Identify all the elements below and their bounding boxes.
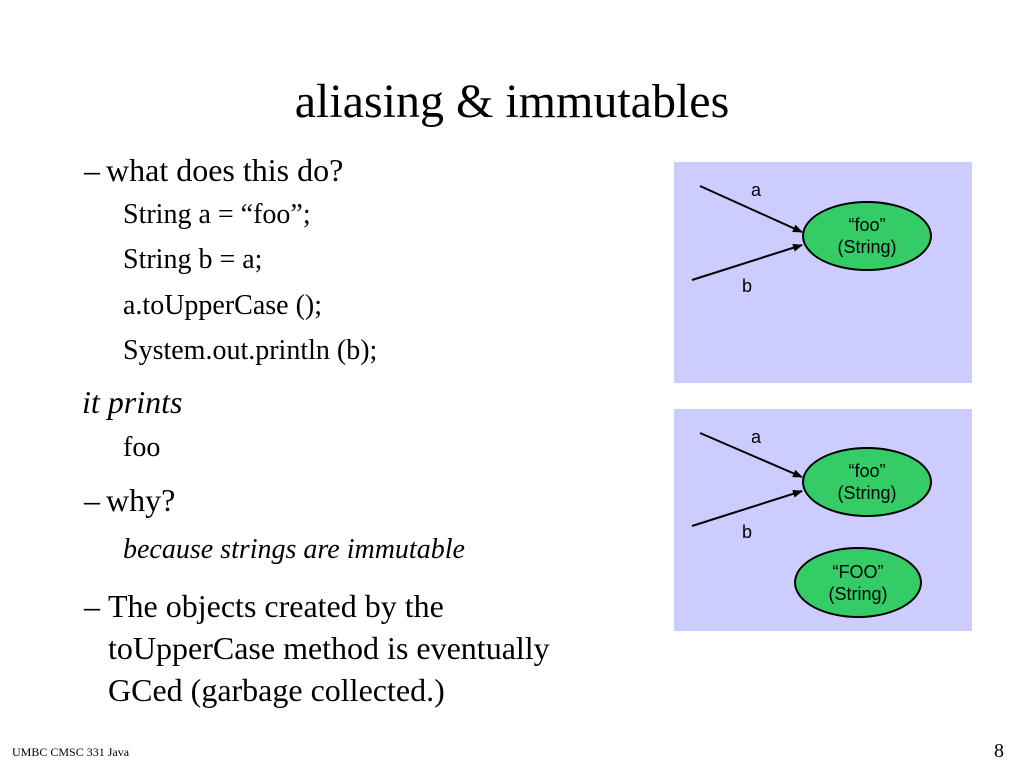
object-value: “foo” xyxy=(848,461,886,481)
bullet-what-does: –what does this do? xyxy=(84,150,343,190)
code-line-4: System.out.println (b); xyxy=(123,335,378,366)
string-object-foo: “foo” (String) xyxy=(802,201,932,271)
variable-b-label: b xyxy=(742,522,753,542)
variable-a-label: a xyxy=(751,427,762,447)
string-object-foo: “foo” (String) xyxy=(802,447,932,517)
reason-text: because strings are immutable xyxy=(123,534,465,565)
code-line-2: String b = a; xyxy=(123,244,263,275)
diagram-before: a b “foo” (String) xyxy=(674,162,972,383)
code-line-3: a.toUpperCase (); xyxy=(123,290,323,321)
bullet-why: –why? xyxy=(84,480,175,520)
bullet-gc-line-2: toUpperCase method is eventually xyxy=(108,630,550,666)
object-type: (String) xyxy=(828,583,888,604)
diagram-after: a b “foo” (String) “FOO” (String) xyxy=(674,409,972,631)
arrows xyxy=(691,185,803,281)
object-value: “FOO” xyxy=(832,561,884,582)
bullet-dash: – xyxy=(84,482,100,518)
string-object-FOO: “FOO” (String) xyxy=(794,547,922,618)
variable-a-label: a xyxy=(751,180,762,200)
bullet-gc-line-3: GCed (garbage collected.) xyxy=(108,672,445,708)
footer-course: UMBC CMSC 331 Java xyxy=(12,745,130,759)
code-line-1: String a = “foo”; xyxy=(123,199,311,230)
arrow-a xyxy=(699,432,803,478)
arrow-b xyxy=(691,243,803,281)
bullet-gc-dash: – xyxy=(84,588,100,624)
bullet-text: why? xyxy=(106,482,176,518)
object-type: (String) xyxy=(837,483,897,503)
arrow-b xyxy=(691,489,803,527)
bullet-text: what does this do? xyxy=(106,152,344,188)
it-prints-heading: it prints xyxy=(82,384,183,420)
object-type: (String) xyxy=(837,237,897,257)
page-number: 8 xyxy=(994,740,1004,762)
object-value: “foo” xyxy=(848,215,886,235)
arrow-a xyxy=(699,185,803,233)
bullet-gc-line-1: The objects created by the xyxy=(108,588,444,624)
slide-title: aliasing & immutables xyxy=(294,75,730,128)
arrows xyxy=(691,432,803,527)
printed-output: foo xyxy=(123,432,161,463)
bullet-dash: – xyxy=(84,152,100,188)
variable-b-label: b xyxy=(742,276,753,296)
